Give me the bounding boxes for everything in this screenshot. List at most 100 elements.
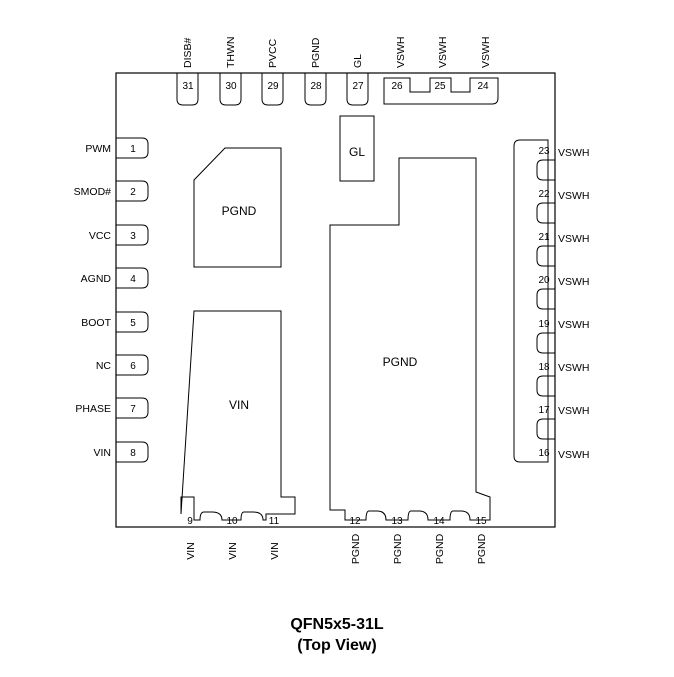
exposed-pads: [180, 77, 549, 521]
pin-16: 16 VSWH: [538, 448, 589, 461]
pin-4-label: AGND: [81, 273, 112, 285]
pin-5-label: BOOT: [81, 317, 111, 329]
pin-23-label: VSWH: [558, 147, 590, 159]
pin-24: 24 VSWH: [477, 37, 492, 93]
pin-16-label: VSWH: [558, 449, 590, 461]
pgnd-large-pad: [329, 157, 491, 521]
pin-13-label: PGND: [392, 533, 404, 564]
pin-31-number: 31: [182, 81, 194, 92]
pin-24-number: 24: [477, 81, 489, 92]
pin-26-number: 26: [391, 81, 403, 92]
pin-9-label: VIN: [185, 542, 197, 560]
pin-12-label: PGND: [350, 533, 362, 564]
pin-8: 8 VIN: [93, 441, 149, 463]
pgnd-small-pad: [193, 147, 282, 268]
pin-1-label: PWM: [85, 143, 111, 155]
pin-22-number: 22: [538, 189, 550, 200]
pin-26: 26 VSWH: [391, 37, 407, 93]
pin-27: 27 GL: [346, 54, 369, 106]
pin-27-number: 27: [352, 81, 364, 92]
pin-24-label: VSWH: [480, 37, 492, 69]
pin-2-number: 2: [130, 187, 136, 198]
pin-17-number: 17: [538, 405, 550, 416]
pin-25-number: 25: [434, 81, 446, 92]
vin-pad: [180, 310, 296, 521]
pin-28-number: 28: [310, 81, 322, 92]
vswh-top-bracket: [383, 77, 499, 105]
pin-8-number: 8: [130, 448, 136, 459]
pin-19-number: 19: [538, 319, 550, 330]
pin-3-label: VCC: [89, 230, 112, 242]
gl-pad-label: GL: [349, 145, 365, 159]
pin-11-label: VIN: [269, 542, 281, 560]
vswh-right-bracket: [513, 139, 549, 463]
pin-29: 29 PVCC: [261, 38, 284, 106]
pin-17-label: VSWH: [558, 405, 590, 417]
pin-17: 17 VSWH: [536, 405, 590, 440]
package-subtitle: (Top View): [297, 637, 377, 654]
pin-21-number: 21: [538, 232, 550, 243]
pin-26-label: VSWH: [395, 37, 407, 69]
pin-6: 6 NC: [96, 354, 149, 376]
package-body: [115, 72, 556, 528]
pin-31-label: DISB#: [182, 37, 194, 68]
pin-3-number: 3: [130, 231, 136, 242]
gl-pad: [339, 115, 375, 182]
pin-18: 18 VSWH: [536, 362, 590, 397]
pin-11-number: 11: [269, 516, 280, 527]
pin-2: 2 SMOD#: [74, 180, 149, 202]
pin-14-number: 14: [433, 516, 445, 527]
package-title: QFN5x5-31L: [290, 616, 384, 633]
pin-18-label: VSWH: [558, 362, 590, 374]
pin-9-number: 9: [187, 516, 193, 527]
pin-12-number: 12: [349, 516, 361, 527]
pin-6-label: NC: [96, 360, 112, 372]
pin-2-label: SMOD#: [74, 186, 112, 198]
pin-29-number: 29: [267, 81, 279, 92]
pin-10-number: 10: [226, 516, 238, 527]
pin-21-label: VSWH: [558, 233, 590, 245]
pin-22-label: VSWH: [558, 190, 590, 202]
pin-30-label: THWN: [225, 37, 237, 69]
pin-16-number: 16: [538, 448, 550, 459]
pin-22: 22 VSWH: [536, 189, 590, 224]
pin-3: 3 VCC: [89, 224, 149, 246]
pin-27-label: GL: [352, 54, 364, 68]
pgnd-small-pad-label: PGND: [222, 204, 257, 218]
vin-pad-label: VIN: [229, 398, 249, 412]
pin-18-number: 18: [538, 362, 550, 373]
pin-28-label: PGND: [310, 37, 322, 68]
pin-21: 21 VSWH: [536, 232, 590, 267]
pin-6-number: 6: [130, 361, 136, 372]
pin-10-label: VIN: [227, 542, 239, 560]
pgnd-large-pad-label: PGND: [383, 355, 418, 369]
pin-13-number: 13: [391, 516, 403, 527]
pin-8-label: VIN: [93, 447, 111, 459]
pin-31: 31 DISB#: [176, 37, 199, 106]
pin-28: 28 PGND: [304, 37, 327, 106]
pin-15-label: PGND: [476, 533, 488, 564]
pin-20-label: VSWH: [558, 276, 590, 288]
pin-29-label: PVCC: [267, 38, 279, 68]
pin-25-label: VSWH: [437, 37, 449, 69]
pin-7-label: PHASE: [75, 403, 111, 415]
pin-14-label: PGND: [434, 533, 446, 564]
